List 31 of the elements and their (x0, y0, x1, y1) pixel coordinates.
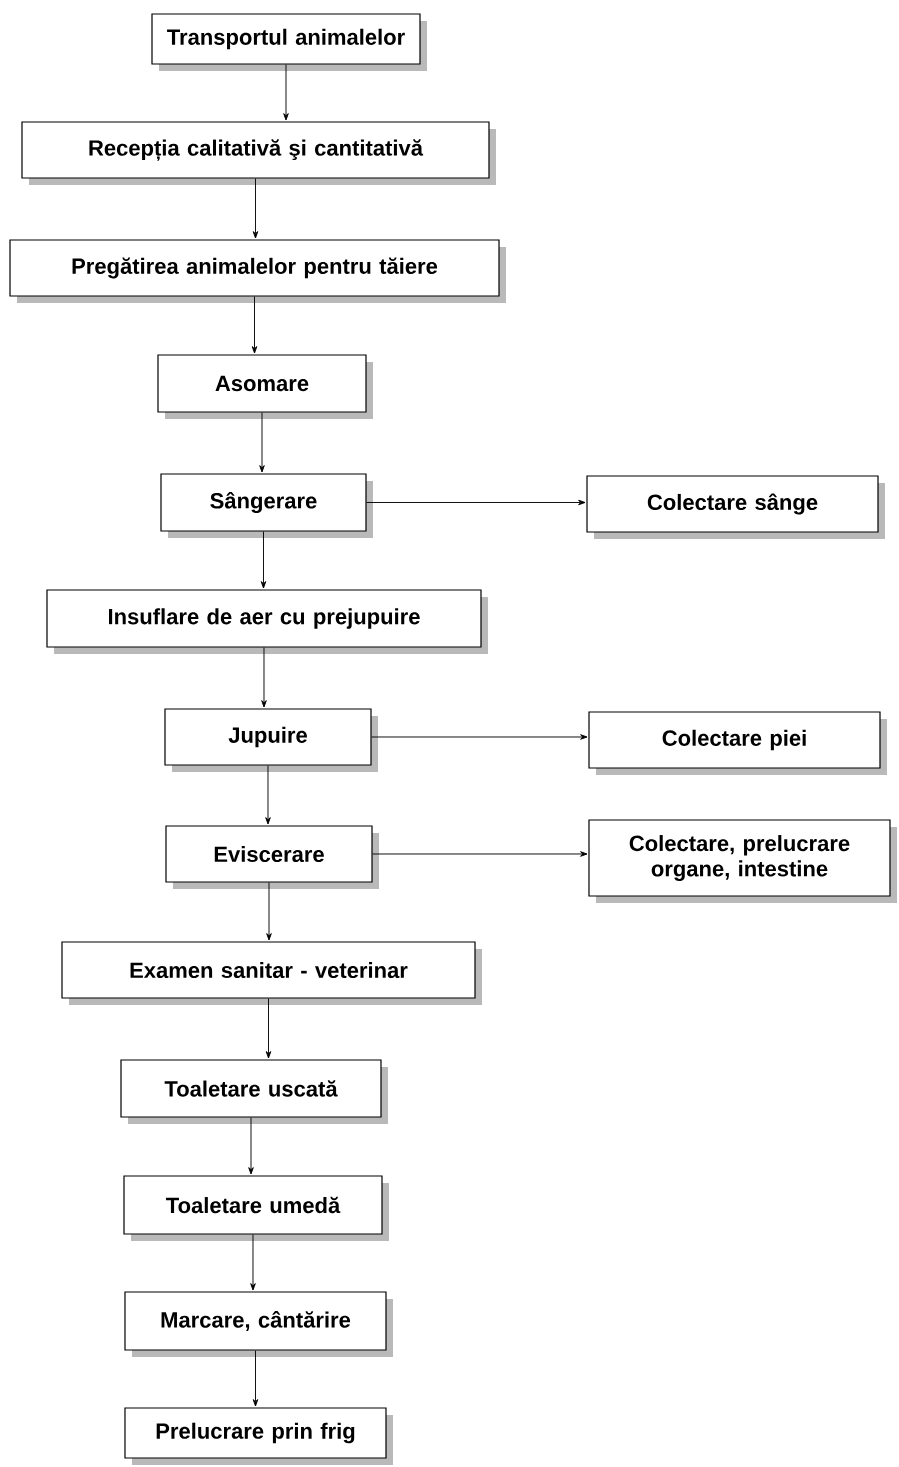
process-box: Eviscerare (165, 825, 379, 889)
arrow (372, 851, 588, 857)
arrow (252, 178, 259, 239)
arrow (366, 499, 586, 506)
process-box: Colectare sânge (586, 475, 885, 539)
arrow (259, 412, 265, 473)
process-box: Colectare, prelucrare organe, intestine (588, 819, 897, 903)
process-box: Jupuire (164, 708, 378, 772)
process-box: Marcare, cântărire (124, 1291, 393, 1357)
process-box: Pregătirea animalelor pentru tăiere (9, 239, 506, 303)
process-box: Prelucrare prin frig (124, 1407, 393, 1465)
process-box: Colectare piei (588, 711, 887, 775)
process-box: Toaletare uscată (120, 1059, 388, 1124)
arrow (265, 998, 272, 1059)
process-box: Asomare (157, 354, 373, 419)
process-box: Insuflare de aer cu prejupuire (46, 589, 488, 654)
arrow (260, 531, 267, 589)
process-box: Examen sanitar - veterinar (61, 941, 482, 1005)
arrow (261, 647, 267, 708)
arrow (265, 765, 271, 825)
arrow (283, 64, 289, 121)
process-box: Recepția calitativă şi cantitativă (21, 121, 496, 185)
arrow (371, 734, 588, 740)
arrow (266, 882, 272, 941)
arrow (248, 1117, 254, 1175)
process-box: Toaletare umedă (123, 1175, 389, 1241)
process-box: Sângerare (160, 473, 373, 538)
arrow (251, 296, 258, 354)
arrow (252, 1350, 259, 1407)
process-box: Transportul animalelor (151, 13, 427, 71)
arrow (250, 1234, 256, 1291)
